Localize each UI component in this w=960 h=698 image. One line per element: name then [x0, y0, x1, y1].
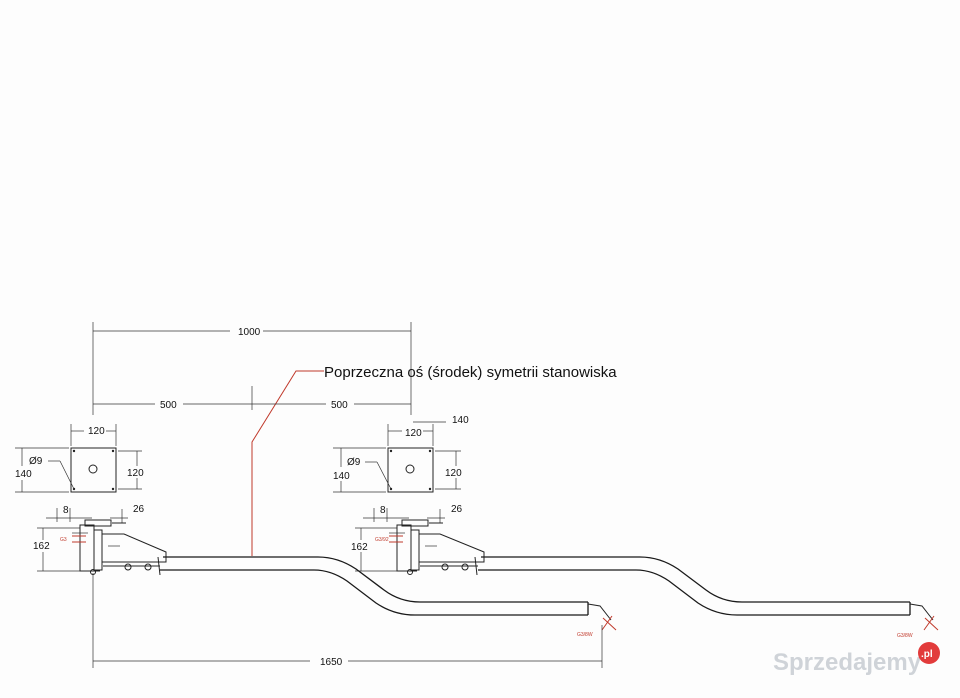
dim-500-left-label: 500	[160, 400, 177, 411]
right-base-plate: 120 140 120 140 Ø9	[333, 415, 469, 493]
symmetry-axis-annotation: Poprzeczna oś (środek) symetrii stanowis…	[324, 364, 617, 381]
left-hole-diameter: Ø9	[29, 456, 43, 467]
right-top-26: 26	[451, 504, 463, 515]
right-height-162: 162	[351, 542, 368, 553]
right-plate-height: 120	[445, 468, 462, 479]
watermark-text: Sprzedajemy	[773, 649, 922, 676]
dimension-1000: 1000	[92, 322, 412, 415]
left-offset-8: 8	[63, 505, 69, 516]
dimension-1650: 1650	[93, 625, 603, 668]
left-end-tag: G3/8W	[577, 632, 593, 638]
watermark-logo-dot	[918, 642, 940, 664]
right-fitting-tag: G3/92	[375, 537, 389, 543]
dim-1000-label: 1000	[238, 327, 261, 338]
watermark-suffix: .pl	[921, 649, 933, 660]
right-plate-width: 120	[405, 428, 422, 439]
dimension-500-500: 500 500	[93, 386, 411, 411]
left-pipe: G3/8W	[160, 556, 617, 638]
right-extra-140: 140	[452, 415, 469, 426]
left-plate-height: 120	[127, 468, 144, 479]
watermark: Sprzedajemy .pl	[773, 642, 940, 676]
dim-500-right-label: 500	[331, 400, 348, 411]
right-plate-outer: 140	[333, 471, 350, 482]
right-offset-8: 8	[380, 505, 386, 516]
right-post-bracket: 8 26 162 G3/92	[351, 504, 485, 576]
right-pipe: G3/8W	[478, 556, 939, 639]
right-end-tag: G3/8W	[897, 633, 913, 639]
left-base-plate: 120 120 140 Ø9	[15, 424, 144, 493]
left-height-162: 162	[33, 541, 50, 552]
left-post-bracket: 8 26 162 G3	[33, 504, 167, 668]
right-hole-diameter: Ø9	[347, 457, 361, 468]
dim-1650-label: 1650	[320, 657, 343, 668]
left-plate-width: 120	[88, 426, 105, 437]
symmetry-axis-leader	[251, 370, 324, 556]
left-plate-outer: 140	[15, 469, 32, 480]
left-top-26: 26	[133, 504, 145, 515]
left-fitting-tag: G3	[60, 537, 67, 543]
